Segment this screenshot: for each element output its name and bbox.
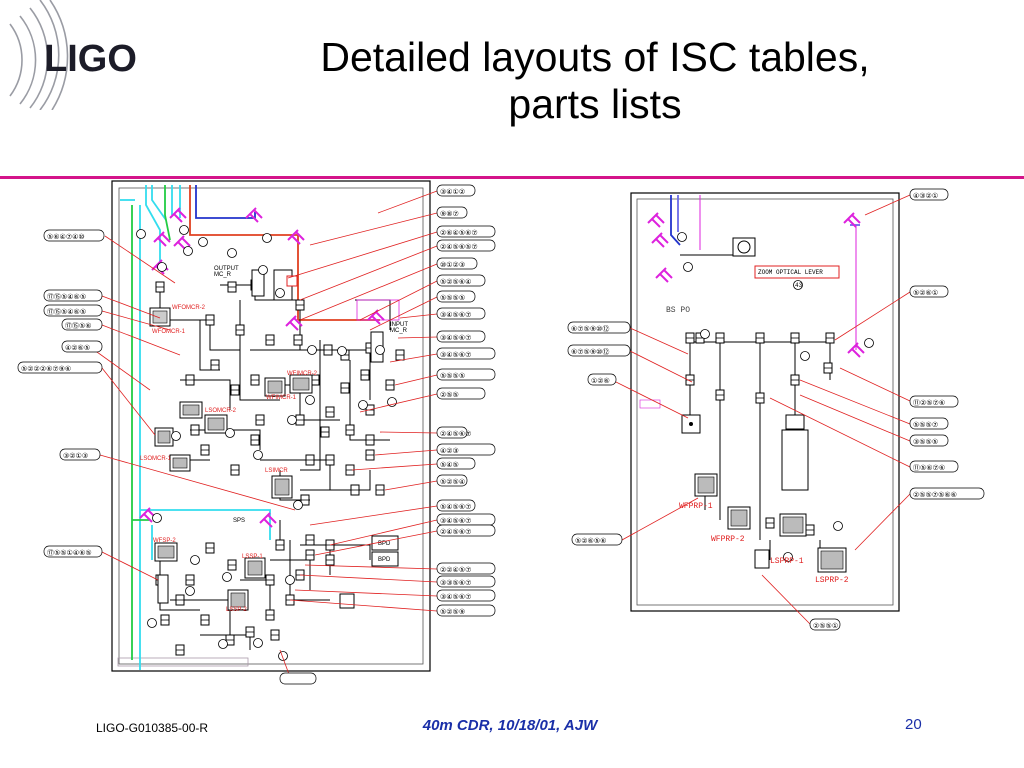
right-callout-chips (567, 188, 985, 631)
left-callout-chips (17, 184, 496, 685)
callout-r-15: ⑤④⑤ (440, 461, 459, 469)
callout-l-8: ⑰⑤⑤①④⑥⑤ (47, 549, 92, 557)
left-isc-table: OUTPUT MC_R INPUT MC_R WFOMCR-2 WFOMCR-1… (17, 180, 496, 685)
callout-l-1: ⑤⑥④⑦④⑩ (47, 233, 85, 241)
label-sps: SPS (233, 518, 245, 524)
label-43: 43 (795, 282, 803, 289)
callout-r-5: ⑩①②③ (440, 261, 465, 269)
left-table-outline (111, 180, 431, 672)
r-callout-l-1: ⑥⑦⑤⑨⑩⑫ (571, 325, 609, 333)
callout-l-2: ⑰⑮⑤④⑥⑤ (47, 293, 86, 301)
left-mirror-mounts (139, 207, 385, 528)
callout-l-7: ③②①③ (63, 452, 88, 460)
r-callout-r-6: ⑪⑤⑥⑦⑥ (913, 464, 945, 472)
callout-l-4: ⑰⑮⑤⑥ (65, 322, 92, 330)
label-lsomcr-2: LSOMCR-2 (205, 408, 237, 414)
left-leader-lines (89, 190, 438, 678)
right-components (639, 237, 847, 573)
r-callout-l-3: ①②⑥ (591, 377, 610, 385)
label-input: INPUT (390, 322, 408, 328)
r-callout-r-3: ⑪②⑤⑦⑥ (913, 399, 945, 407)
callout-r-7: ⑤⑤⑤⑤ (440, 294, 465, 302)
title-divider (0, 176, 1024, 179)
callout-r-11: ⑤⑤⑤⑤ (440, 372, 465, 380)
label-wfomcr-1: WFOMCR-1 (152, 329, 186, 335)
r-callout-r-5: ③⑤⑤⑤ (913, 438, 938, 446)
right-part-labels: ZOOM OPTICAL LEVER 43 BS PO WFPRP-1 WFPR… (666, 269, 849, 585)
label-lsprp-1: LSPRP-1 (770, 557, 804, 566)
label-bs-po: BS PO (666, 306, 690, 315)
left-callout-text: ③④①② ⑨⑧⑦ ②⑥④⑤⑥⑦ ②④⑤⑥⑤⑦ ⑩①②③ ⑤②⑤⑥④ ⑤⑤⑤⑤ ③… (21, 188, 478, 616)
right-mirror-mounts (647, 212, 865, 358)
r-callout-r-1: ④③②① (913, 192, 938, 200)
label-lssp-2: LSSP-2 (226, 607, 247, 613)
left-part-labels: OUTPUT MC_R INPUT MC_R WFOMCR-2 WFOMCR-1… (140, 266, 408, 613)
callout-r-3: ②⑥④⑤⑥⑦ (440, 229, 478, 237)
callout-r-14: ④②③ (440, 447, 459, 455)
callout-l-3: ⑰⑮⑤④⑥⑤ (47, 308, 86, 316)
page-number: 20 (905, 716, 922, 733)
label-mc-r: MC_R (214, 272, 232, 278)
label-wfprp-1: WFPRP-1 (679, 502, 713, 511)
label-lsprp-2: LSPRP-2 (815, 576, 849, 585)
callout-r-6: ⑤②⑤⑥④ (440, 278, 471, 286)
callout-r-20: ②②④⑤⑦ (440, 566, 471, 574)
r-callout-r-2: ⑤②⑥① (913, 289, 938, 297)
left-components (149, 269, 405, 656)
label-wfimcr-1: WFIMCR-1 (266, 395, 297, 401)
right-isc-table: ZOOM OPTICAL LEVER 43 BS PO WFPRP-1 WFPR… (567, 188, 985, 631)
left-table-inner (118, 187, 424, 665)
ligo-logo: LIGO (0, 0, 170, 111)
label-wfimcr-2: WFIMCR-2 (287, 371, 318, 377)
label-mc-r-2: MC_R (390, 328, 408, 334)
callout-r-22: ③④⑤⑥⑦ (440, 593, 471, 601)
right-leader-lines (611, 194, 911, 625)
label-lssp-1: LSSP-1 (242, 554, 263, 560)
r-callout-r-7: ②⑤⑤⑦⑤⑥⑥ (913, 491, 957, 499)
logo-text: LIGO (44, 38, 137, 80)
callout-r-23: ⑤②⑤⑨ (440, 608, 465, 616)
document-id: LIGO-G010385-00-R (96, 721, 209, 735)
callout-r-19: ②④⑤⑥⑦ (440, 528, 471, 536)
ligo-arcs-icon (9, 0, 69, 111)
right-callout-text: ④③②① ⑤②⑥① ⑪②⑤⑦⑥ ⑤⑤⑤⑦ ③⑤⑤⑤ ⑪⑤⑥⑦⑥ ②⑤⑤⑦⑤⑥⑥ … (571, 192, 957, 630)
right-wiring (680, 254, 831, 560)
callout-r-18: ③④⑤⑥⑦ (440, 517, 471, 525)
right-table-outline (630, 192, 900, 612)
callout-r-17: ⑤④⑤⑥⑦ (440, 503, 471, 511)
callout-l-5: ④②⑥⑤ (65, 344, 90, 352)
callout-r-2: ⑨⑧⑦ (440, 210, 459, 218)
left-beam-paths (120, 185, 380, 670)
isc-table-drawings: OUTPUT MC_R INPUT MC_R WFOMCR-2 WFOMCR-1… (17, 180, 985, 685)
page-title: Detailed layouts of ISC tables, parts li… (210, 34, 980, 128)
callout-r-1: ③④①② (440, 188, 465, 196)
title-line-2: parts lists (508, 81, 682, 127)
callout-l-6: ⑤②②②⑥⑦⑨⑥ (21, 365, 71, 373)
label-zoom-optical-lever: ZOOM OPTICAL LEVER (758, 269, 823, 276)
label-wfomcr-2: WFOMCR-2 (172, 305, 206, 311)
label-lsimcr: LSIMCR (265, 468, 288, 474)
label-bpd-2: BPD (378, 557, 391, 563)
callout-r-13: ②④⑤⑥⑦ (440, 430, 471, 438)
title-line-1: Detailed layouts of ISC tables, (320, 34, 870, 80)
label-wfprp-2: WFPRP-2 (711, 535, 745, 544)
callout-r-9: ③④⑤⑥⑦ (440, 334, 471, 342)
right-beam-paths (670, 195, 860, 350)
footer-caption: 40m CDR, 10/18/01, AJW (422, 717, 598, 734)
r-callout-r-4: ⑤⑤⑤⑦ (913, 421, 938, 429)
callout-r-8: ③④⑤⑥⑦ (440, 311, 471, 319)
right-ref-numbers (677, 232, 874, 562)
label-output: OUTPUT (214, 266, 239, 272)
r-callout-l-2: ⑥⑦⑤⑨⑩⑫ (571, 348, 609, 356)
label-bpd-1: BPD (378, 541, 391, 547)
callout-r-16: ⑤②⑤④ (440, 478, 465, 486)
callout-r-12: ②⑤⑤ (440, 391, 459, 399)
r-callout-l-4: ⑤②⑥⑤⑥ (575, 537, 606, 545)
label-lsomcr-1: LSOMCR-1 (140, 456, 172, 462)
callout-r-10: ③④⑤⑥⑦ (440, 351, 471, 359)
label-wfsp-2: WFSP-2 (153, 538, 176, 544)
r-callout-r-8: ②⑤⑤① (813, 622, 838, 630)
callout-r-21: ③③⑤⑥⑦ (440, 579, 471, 587)
callout-r-4: ②④⑤⑥⑤⑦ (440, 243, 478, 251)
